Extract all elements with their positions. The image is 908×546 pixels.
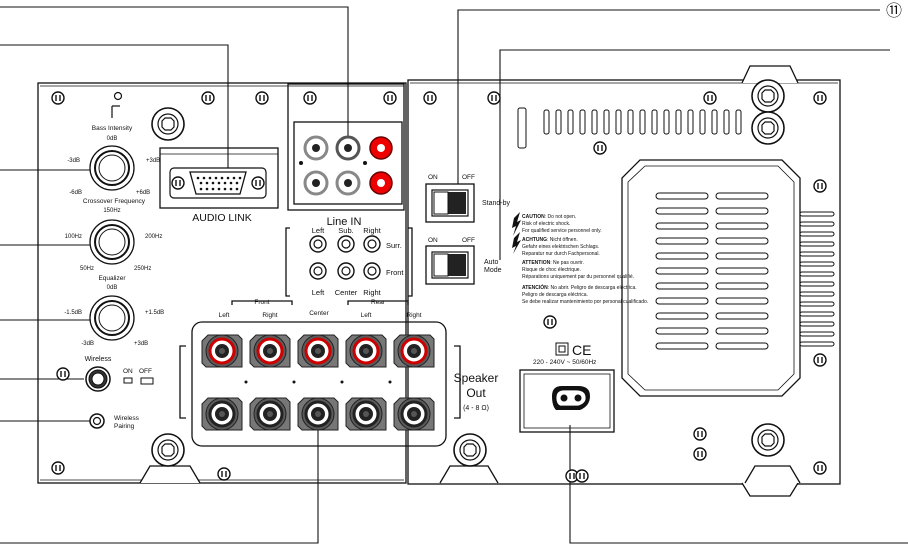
- auto-mode-on-label: ON: [428, 237, 438, 244]
- auto-mode-label-2: Mode: [484, 267, 502, 274]
- speaker-panel-frame: [179, 300, 461, 447]
- speaker-out-label-2: Out: [466, 386, 486, 400]
- speaker-terminals-negative[interactable]: [200, 396, 436, 432]
- wireless-pairing-label-1: Wireless: [114, 415, 140, 422]
- callout-number-11: ⑪: [886, 2, 902, 20]
- crossover-left-label: 100Hz: [65, 234, 82, 240]
- line-in-sub-label: Sub.: [338, 226, 353, 235]
- line-in-right-label: Right: [363, 226, 381, 235]
- auto-mode-label-1: Auto: [484, 259, 499, 266]
- line-in-surr-label: Surr.: [386, 241, 402, 250]
- line-in-left-label: Left: [312, 226, 325, 235]
- crossover-right-label: 200Hz: [145, 234, 162, 240]
- wireless-pairing-button[interactable]: [89, 413, 105, 429]
- line-in-right2-label: Right: [363, 288, 381, 297]
- standby-label: Stand-by: [482, 200, 511, 207]
- speaker-divider-dots: [244, 380, 392, 384]
- audio-link-connector[interactable]: [169, 167, 267, 199]
- caution-text: CAUTION: Do not open. Risk of electric s…: [522, 214, 648, 305]
- svg-text:Réparations uniquement par du: Réparations uniquement par du personnel …: [522, 274, 634, 280]
- crossover-frequency-control[interactable]: [89, 219, 135, 265]
- bass-intensity-control[interactable]: [89, 145, 135, 191]
- auto-mode-switch[interactable]: [425, 245, 475, 285]
- standby-on-label: ON: [428, 174, 438, 181]
- audio-link-label: AUDIO LINK: [192, 212, 252, 224]
- side-vent-slots: [799, 211, 835, 347]
- double-insulation-icon: [555, 342, 569, 356]
- speaker-rear-left-label: Left: [361, 312, 372, 319]
- power-inlet[interactable]: [552, 386, 590, 410]
- svg-text:Se debe realizar mantenimiento: Se debe realizar mantenimiento por perso…: [522, 299, 648, 305]
- equalizer-title: Equalizer: [98, 275, 126, 282]
- svg-text:Reparatur nur durch Fachperson: Reparatur nur durch Fachpersonal.: [522, 251, 600, 257]
- speaker-front-group-label: Front: [254, 299, 269, 306]
- svg-text:Peligro de descarga eléctrica.: Peligro de descarga eléctrica.: [522, 292, 588, 298]
- svg-text:ATENCIÓN: No abrir. Peligro de: ATENCIÓN: No abrir. Peligro de descarga …: [522, 283, 637, 291]
- svg-text:CAUTION: Do not open.: CAUTION: Do not open.: [522, 214, 576, 220]
- speaker-rear-right-label: Right: [406, 312, 421, 319]
- speaker-front-left-label: Left: [219, 312, 230, 319]
- ce-mark: CE: [572, 342, 591, 358]
- wireless-title: Wireless: [85, 356, 112, 363]
- line-in-jacks[interactable]: [309, 235, 381, 280]
- line-in-title: Line IN: [327, 216, 362, 228]
- bass-top-label: 0dB: [107, 136, 118, 142]
- wireless-antenna-jack[interactable]: [85, 366, 111, 392]
- wireless-switch[interactable]: [123, 377, 154, 385]
- top-left-markers: [111, 91, 123, 118]
- power-rating-label: 220 - 240V ~ 50/60Hz: [533, 359, 596, 366]
- equalizer-bottom-left-label: -3dB: [81, 341, 94, 347]
- wireless-pairing-label-2: Pairing: [114, 423, 135, 430]
- equalizer-top-label: 0dB: [107, 285, 118, 291]
- callout-lines-left: [0, 6, 349, 544]
- line-in-front-label: Front: [386, 268, 404, 277]
- speaker-front-right-label: Right: [262, 312, 277, 319]
- speaker-rear-group-label: Rear: [371, 299, 386, 306]
- callout-lines-right: [457, 9, 908, 544]
- power-inlet-frame: [519, 369, 615, 433]
- equalizer-control[interactable]: [89, 295, 135, 341]
- svg-text:Risque de choc électrique.: Risque de choc électrique.: [522, 267, 581, 273]
- warning-bolts: [512, 212, 521, 254]
- svg-text:ACHTUNG: Nicht öffnen.: ACHTUNG: Nicht öffnen.: [522, 237, 578, 243]
- svg-text:For qualified service personne: For qualified service personnel only.: [522, 228, 602, 234]
- auto-mode-off-label: OFF: [462, 237, 475, 244]
- audio-link-module: [159, 147, 279, 209]
- wireless-on-label: ON: [123, 368, 133, 375]
- line-in-left2-label: Left: [312, 288, 325, 297]
- speaker-terminals-positive[interactable]: [200, 333, 436, 369]
- line-in-center-label: Center: [335, 288, 358, 297]
- speaker-out-label-1: Speaker: [454, 371, 499, 385]
- svg-text:Risk of electric shock.: Risk of electric shock.: [522, 221, 570, 227]
- svg-text:ATTENTION: Ne pas ouvrir.: ATTENTION: Ne pas ouvrir.: [522, 260, 584, 266]
- standby-switch[interactable]: [425, 183, 475, 223]
- bass-left-label: -3dB: [67, 158, 80, 164]
- crossover-bottom-left-label: 50Hz: [80, 266, 94, 272]
- standby-off-label: OFF: [462, 174, 475, 181]
- speaker-center-label: Center: [309, 310, 329, 317]
- line-in-bracket: [285, 227, 413, 297]
- wireless-off-label: OFF: [139, 368, 152, 375]
- equalizer-bottom-right-label: +3dB: [134, 341, 148, 347]
- rca-input-module: [287, 83, 405, 211]
- rca-input-jacks[interactable]: [299, 135, 393, 196]
- speaker-out-label-3: (4 - 8 Ω): [463, 405, 489, 412]
- equalizer-right-label: +1.5dB: [145, 310, 164, 316]
- bass-right-label: +3dB: [146, 158, 160, 164]
- bass-intensity-title: Bass Intensity: [92, 125, 133, 132]
- crossover-top-label: 150Hz: [103, 208, 120, 214]
- svg-text:Gefahr eines elektrischen Schl: Gefahr eines elektrischen Schlags.: [522, 244, 599, 250]
- grille-slots: [655, 192, 769, 350]
- crossover-bottom-right-label: 250Hz: [134, 266, 151, 272]
- bass-bottom-right-label: +6dB: [136, 190, 150, 196]
- bass-bottom-left-label: -6dB: [69, 190, 82, 196]
- amplifier-grille: [621, 159, 801, 397]
- equalizer-left-label: -1.5dB: [64, 310, 82, 316]
- top-vent-slots: [517, 107, 742, 149]
- crossover-title: Crossover Frequency: [83, 198, 146, 205]
